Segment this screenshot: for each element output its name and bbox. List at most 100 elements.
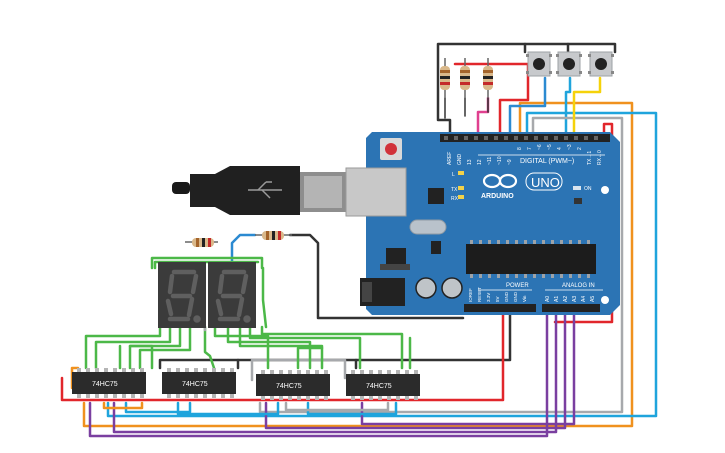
usb-chip [428,188,444,204]
latch-chip-1: 74HC75 [72,368,146,398]
purple-wire-a3[interactable] [360,303,576,426]
latch-chip-1-label: 74HC75 [92,381,118,388]
led-label-tx: TX [451,187,458,193]
red-wire-buttons[interactable] [453,62,530,135]
usb-cable-end [172,182,190,194]
pin-label-5: ~5 [547,144,553,150]
resistor-display-1 [185,238,218,247]
blue-wire-buttons[interactable] [508,76,547,135]
capacitor-2 [441,277,463,299]
usb-plug-housing [190,166,300,215]
latch-chip-3: 74HC75 [256,370,330,400]
black-wire-buttons-2[interactable] [523,42,570,54]
pin-label-ioref: IOREF [468,288,473,302]
pin-label-tx1: TX→1 [587,151,593,165]
green-wire-4[interactable] [138,325,192,370]
gray-wire[interactable] [258,116,624,414]
led-rx [458,195,464,199]
usb-plug-metal-highlight [304,176,342,208]
green-wire-2[interactable] [94,325,172,370]
green-wire-display-a[interactable] [150,256,264,270]
uno-badge [525,172,563,191]
power-header [464,304,536,312]
analog-header-label: ANALOG IN [562,283,595,289]
latch-chip-4-label: 74HC75 [366,383,392,390]
resistor-legs [444,97,489,119]
push-buttons [526,51,614,77]
wires [60,42,658,438]
arduino-board: DIGITAL (PWM~) AREF GND 13 12 ~11 ~10 ~9… [360,132,620,315]
green-wire-11[interactable] [261,266,268,329]
digit-1-segments [165,269,201,323]
green-wire-7[interactable] [226,325,312,370]
pin-label-a5: A5 [590,296,596,302]
seven-segment-display [158,262,256,328]
arduino-logo [482,173,518,189]
led-label-rx: RX [451,196,459,202]
push-button-3[interactable] [588,51,614,77]
pin-label-gnd-1: GND [504,291,509,302]
cyan-wire[interactable] [106,111,658,418]
usb-icon [248,181,282,199]
orange-wire[interactable] [82,101,634,428]
latch-chip-4: 74HC75 [346,370,420,400]
latch-chip-3-label: 74HC75 [276,383,302,390]
cyan-wire-button[interactable] [564,76,572,135]
purple-wire-a2[interactable] [264,303,567,430]
voltage-regulator [386,248,406,264]
pin-label-rx0: RX←0 [597,150,603,165]
microcontroller-pins [470,240,590,278]
resistor-button-3 [483,58,493,98]
green-wire-6[interactable] [213,325,270,370]
red-wire-board[interactable] [553,122,614,324]
small-component [574,198,582,204]
pin-label-7: 7 [527,147,533,150]
resistor-button-1 [440,58,450,98]
pin-label-aref: AREF [447,152,453,165]
usb-cable [172,166,407,217]
pin-label-reset: RESET [477,287,482,302]
pin-label-3v3: 3.3V [486,293,491,302]
reset-button-cap[interactable] [385,143,397,155]
orange-wire-chips[interactable] [102,401,144,410]
power-jack-inner [362,282,372,302]
pin-label-3: ~3 [567,144,573,150]
pin-label-9: ~9 [507,159,513,165]
green-wire-12[interactable] [118,336,412,370]
pin-label-a3: A3 [572,296,578,302]
black-wire-buttons[interactable] [436,42,617,135]
usb-port [345,167,407,217]
resistor-button-2 [460,58,470,98]
pin-label-10: ~10 [497,156,503,165]
digital-pin-labels: AREF GND 13 12 ~11 ~10 ~9 8 7 ~6 ~5 4 ~3… [447,144,603,165]
latch-chip-2: 74HC75 [162,368,236,398]
black-wire-resistor[interactable] [288,233,465,320]
green-wire-9[interactable] [248,325,362,370]
green-wire-5[interactable] [203,325,216,370]
yellow-wire[interactable] [572,76,602,135]
pin-label-a2: A2 [563,296,569,302]
push-button-2[interactable] [556,51,582,77]
pin-label-5v: 5V [495,296,500,302]
mount-hole-4 [601,186,609,194]
smd-component [431,241,441,254]
digit-2-segments [215,269,251,323]
blue-wire-display[interactable] [230,233,257,264]
green-wire-3[interactable] [128,325,182,370]
latch-chips: 74HC75 74HC75 74HC75 [72,368,420,400]
purple-wire-a0[interactable] [88,303,549,438]
black-wire-chips[interactable] [236,358,358,370]
resistor-display-2 [255,231,292,240]
pin-label-a1: A1 [554,296,560,302]
green-wire-1[interactable] [84,325,162,370]
pin-label-a4: A4 [581,296,587,302]
digital-header-label: DIGITAL (PWM~) [520,158,574,165]
pin-label-13: 13 [467,159,473,165]
push-button-1[interactable] [526,51,552,77]
green-wire-8[interactable] [238,325,324,370]
purple-wire-a1[interactable] [112,303,558,434]
power-pin-labels: IOREF RESET 3.3V 5V GND GND Vin [468,287,527,302]
magenta-wire[interactable] [476,96,490,135]
green-wire-10[interactable] [260,325,404,370]
